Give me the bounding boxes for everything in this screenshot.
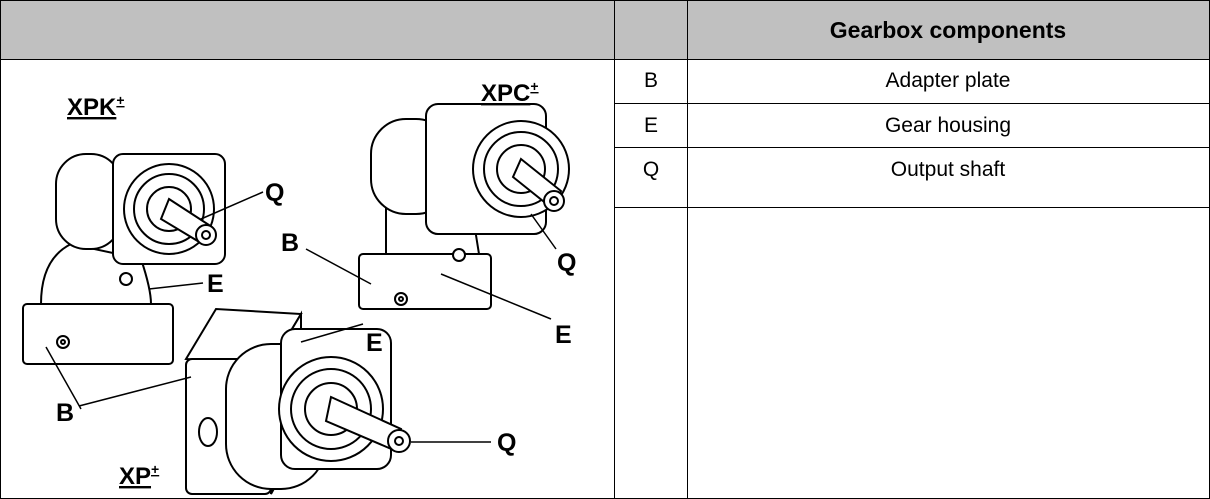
column-divider [687, 1, 688, 498]
callout-e: E [555, 321, 572, 349]
callout-q: Q [557, 249, 576, 277]
row-name-gear-housing: Gear housing [884, 114, 1012, 137]
table-header-row: Gearbox components [1, 1, 1209, 60]
callout-e: E [207, 270, 224, 298]
row-name-output-shaft: Output shaft [890, 158, 1006, 181]
row-code-e: E [643, 114, 658, 137]
row-divider [614, 147, 1209, 148]
row-name-adapter-plate: Adapter plate [885, 69, 1011, 92]
header-gearbox-components: Gearbox components [829, 16, 1067, 43]
xp-gearbox-drawing [184, 307, 411, 495]
row-divider [614, 103, 1209, 104]
column-divider [614, 1, 615, 498]
callout-b: B [56, 399, 74, 427]
row-code-q: Q [642, 158, 660, 181]
callout-q: Q [265, 179, 284, 207]
callout-e: E [366, 329, 383, 357]
xpc-gearbox-drawing [358, 103, 570, 310]
gearbox-illustration: XPK+ XPC+ XP+ Q B E Q B E E Q [22, 78, 576, 495]
model-label-xpc: XPC+ [481, 78, 539, 107]
row-code-b: B [643, 69, 658, 92]
xpk-gearbox-drawing [22, 153, 226, 365]
callout-q: Q [497, 429, 516, 457]
callout-b: B [281, 229, 299, 257]
row-divider [614, 207, 1209, 208]
model-label-xp: XP+ [119, 461, 159, 490]
model-label-xpk: XPK+ [67, 92, 125, 121]
callout-leader-lines [45, 191, 557, 443]
